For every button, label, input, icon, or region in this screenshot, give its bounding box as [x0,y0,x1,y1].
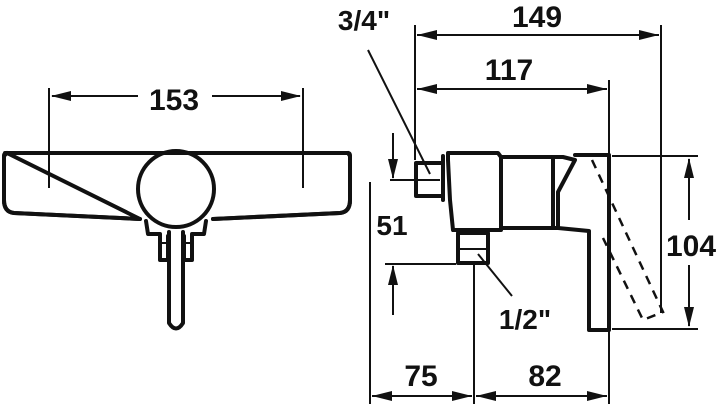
mixer-body-outline [2,151,352,221]
lever-rotated-outline [590,159,665,322]
inlet-leader-line [367,49,431,175]
outlet-thread-label: 1/2" [499,304,551,335]
dimension-149: 149 [414,1,662,313]
dimension-51: 51 [376,133,456,315]
outlet-leader-line [477,253,513,297]
front-view: 153 [2,84,352,331]
dimension-104: 104 [612,155,716,330]
handle-hub-circle [136,149,216,229]
lever-handle [167,230,185,331]
dimension-label-149: 149 [512,1,562,34]
dimension-117: 117 [417,54,610,160]
dimension-label-104: 104 [666,230,716,263]
dimension-label-117: 117 [485,54,533,87]
inlet-thread-label: 3/4" [338,5,390,36]
dimension-label-75: 75 [404,360,437,393]
dimension-153: 153 [48,84,304,188]
dimension-label-153: 153 [149,84,199,117]
dimension-75-82: 75 82 [369,182,610,404]
dimension-label-51: 51 [376,210,407,241]
dimension-label-82: 82 [528,360,561,393]
side-view: 149 117 3/4" [338,1,716,404]
